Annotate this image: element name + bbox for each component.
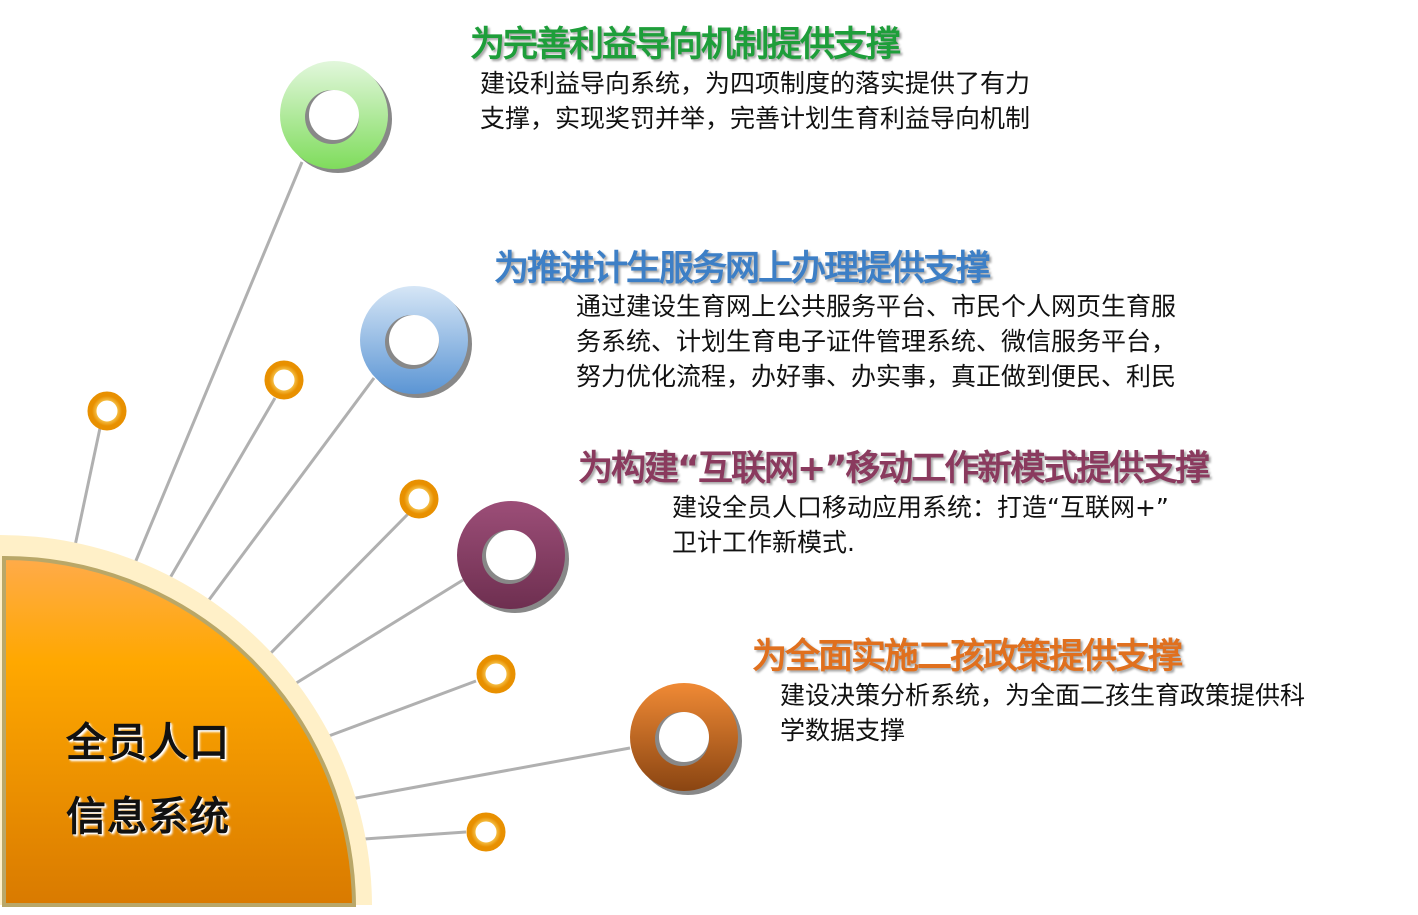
connector-line: [260, 512, 410, 664]
body-line: 卫计工作新模式.: [672, 528, 855, 557]
body-line: 通过建设生育网上公共服务平台、市民个人网页生育服: [576, 292, 1177, 321]
body-two-child: 建设决策分析系统，为全面二孩生育政策提供科 学数据支撑: [780, 678, 1305, 748]
body-line: 务系统、计划生育电子证件管理系统、微信服务平台，: [576, 327, 1177, 356]
connector-line: [317, 679, 477, 742]
connector-lines: [70, 161, 631, 842]
center-title-line2: 信息系统: [66, 794, 230, 840]
connector-line: [284, 578, 464, 692]
connector-line: [70, 427, 102, 561]
body-line: 支撑，实现奖罚并举，完善计划生育利益导向机制: [480, 104, 1031, 133]
center-title-line1: 全员人口: [66, 720, 230, 766]
body-line: 学数据支撑: [780, 716, 906, 745]
body-online-service: 通过建设生育网上公共服务平台、市民个人网页生育服 务系统、计划生育电子证件管理系…: [576, 289, 1176, 394]
connector-line: [161, 397, 277, 591]
big-rings: [280, 61, 742, 795]
connector-line: [344, 746, 631, 802]
connector-line: [349, 830, 467, 842]
body-line: 建设利益导向系统，为四项制度的落实提供了有力: [480, 69, 1031, 98]
connector-line: [128, 161, 304, 576]
heading-internet-plus: 为构建“互联网+”移动工作新模式提供支撑: [578, 449, 1210, 489]
body-line: 努力优化流程，办好事、办实事，真正做到便民、利民: [576, 362, 1177, 391]
center-quadrant: [2, 555, 357, 907]
body-internet-plus: 建设全员人口移动应用系统：打造“互联网+” 卫计工作新模式.: [672, 490, 1169, 560]
connector-line: [198, 377, 376, 613]
body-line: 建设全员人口移动应用系统：打造“互联网+”: [672, 493, 1169, 522]
heading-two-child: 为全面实施二孩政策提供支撑: [752, 637, 1183, 677]
heading-incentive: 为完善利益导向机制提供支撑: [470, 25, 901, 65]
heading-online-service: 为推进计生服务网上办理提供支撑: [494, 249, 991, 289]
body-incentive: 建设利益导向系统，为四项制度的落实提供了有力 支撑，实现奖罚并举，完善计划生育利…: [480, 66, 1030, 136]
small-rings: [87, 360, 516, 852]
body-line: 建设决策分析系统，为全面二孩生育政策提供科: [780, 681, 1306, 710]
